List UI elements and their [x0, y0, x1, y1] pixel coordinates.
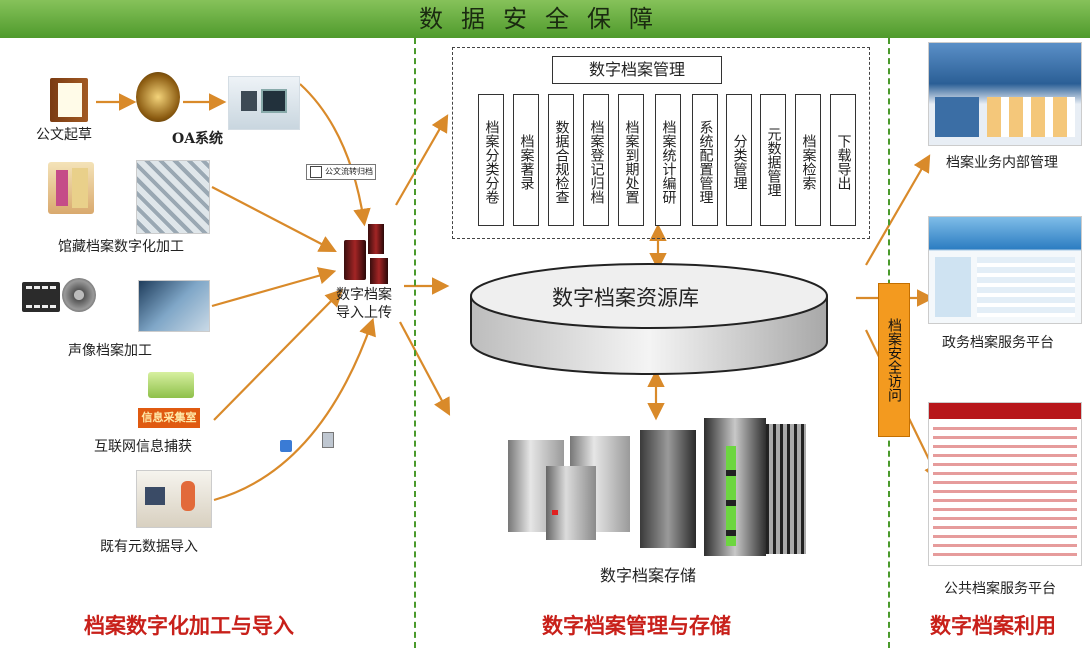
gov-platform-screenshot — [928, 216, 1082, 324]
mgmt-frame — [452, 47, 870, 239]
oa-gear-icon — [136, 72, 180, 122]
upload-server-icon-3 — [370, 258, 388, 284]
arrow-system-to-upload — [299, 83, 371, 227]
left-section-title: 档案数字化加工与导入 — [84, 614, 294, 638]
public-label: 公共档案服务平台 — [944, 581, 1056, 597]
module-sysconfig: 系统配置管理 — [692, 94, 718, 226]
network-small-icon — [280, 440, 292, 452]
arrow-collection-to-upload — [211, 186, 337, 253]
module-search: 档案检索 — [795, 94, 821, 226]
info-label: 互联网信息捕获 — [94, 439, 192, 455]
draft-document-icon — [50, 78, 88, 122]
upload-server-icon — [344, 240, 366, 280]
info-room-sign: 信息采集室 — [138, 408, 200, 428]
film-strip-icon — [22, 282, 60, 312]
module-classify: 档案分类分卷 — [478, 94, 504, 226]
module-register: 档案登记归档 — [583, 94, 609, 226]
db-label: 数字档案资源库 — [552, 286, 699, 310]
arrow-av-to-upload — [211, 267, 337, 308]
module-expiry: 档案到期处置 — [618, 94, 644, 226]
module-catalog: 档案著录 — [513, 94, 539, 226]
storage-rack-1 — [640, 430, 696, 548]
upload-server-icon-2 — [368, 224, 384, 254]
scanned-items-image — [136, 160, 210, 234]
draft-label: 公文起草 — [36, 127, 92, 143]
divider-left — [414, 38, 416, 648]
doc-flow-stamp: 公文流转归档 — [306, 164, 376, 180]
metadata-workstation-image — [136, 470, 212, 528]
storage-rack-3 — [766, 424, 806, 554]
module-statistics: 档案统计编研 — [655, 94, 681, 226]
arrow-to-internal — [865, 154, 931, 266]
gov-label: 政务档案服务平台 — [942, 335, 1054, 351]
av-label: 声像档案加工 — [68, 343, 152, 359]
arrow-meta-to-upload — [213, 317, 376, 502]
secure-access-box: 档案安全访问 — [878, 283, 910, 437]
mgmt-title: 数字档案管理 — [552, 56, 722, 84]
collection-label: 馆藏档案数字化加工 — [58, 239, 184, 255]
public-platform-screenshot — [928, 402, 1082, 566]
internal-mgmt-screenshot — [928, 42, 1082, 146]
module-metadata: 元数据管理 — [760, 94, 786, 226]
center-section-title: 数字档案管理与存储 — [542, 614, 731, 638]
internet-capture-icon — [148, 372, 194, 398]
storage-rack-2 — [704, 418, 766, 556]
right-section-title: 数字档案利用 — [930, 614, 1056, 638]
meta-label: 既有元数据导入 — [100, 539, 198, 555]
office-computer-icon — [228, 76, 300, 130]
film-reel-icon — [62, 278, 96, 312]
banner: 数据安全保障 — [0, 0, 1090, 38]
module-export: 下载导出 — [830, 94, 856, 226]
storage-server-3 — [546, 466, 596, 540]
arrow-upload-to-storage — [399, 321, 451, 416]
database-cylinder — [470, 263, 828, 375]
oa-label: OA系统 — [172, 131, 224, 147]
module-compliance: 数据合规检查 — [548, 94, 574, 226]
upload-label: 数字档案导入上传 — [336, 287, 392, 321]
archive-shelf-icon — [48, 162, 94, 214]
doc-flow-stamp-text: 公文流转归档 — [325, 167, 373, 176]
module-category: 分类管理 — [726, 94, 752, 226]
av-processing-image — [138, 280, 210, 332]
internal-label: 档案业务内部管理 — [946, 155, 1058, 171]
arrow-upload-to-mgmt — [395, 114, 449, 206]
storage-label: 数字档案存储 — [600, 566, 697, 585]
file-small-icon — [322, 432, 334, 448]
arrow-info-to-upload — [213, 288, 344, 421]
